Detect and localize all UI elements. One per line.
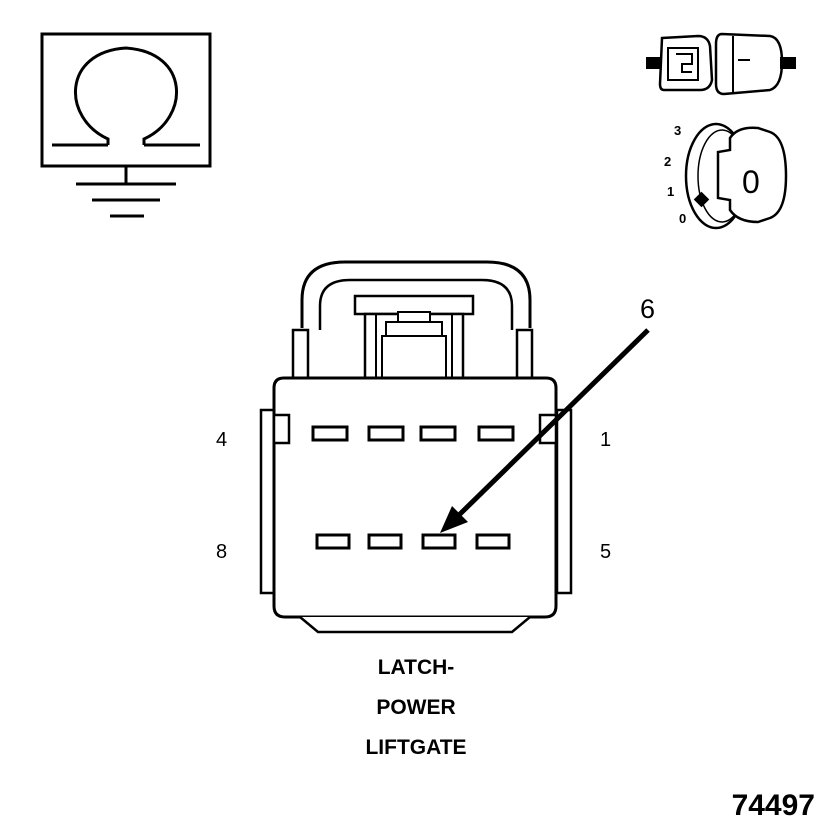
caption-line-2: POWER xyxy=(376,696,455,719)
pin-cavity-1 xyxy=(477,425,515,442)
caption-line-3: LIFTGATE xyxy=(365,736,466,759)
ignition-position-3: 3 xyxy=(674,123,681,138)
pin-cavity-3 xyxy=(367,425,405,442)
pin-cavities xyxy=(311,425,515,550)
pin-label-top-left: 4 xyxy=(216,429,227,451)
pin-cavity-2 xyxy=(419,425,457,442)
ohm-ground-icon xyxy=(40,32,212,218)
callout-number: 6 xyxy=(640,294,655,324)
pin-cavity-8 xyxy=(315,533,351,550)
ignition-position-1: 1 xyxy=(667,184,674,199)
pin-cavity-7 xyxy=(367,533,403,550)
ignition-key-icon: 3 2 1 0 0 xyxy=(664,122,788,230)
connector-face xyxy=(259,260,573,634)
pin-label-bottom-left: 8 xyxy=(216,541,227,563)
pin-cavity-5 xyxy=(475,533,511,550)
ignition-position-0: 0 xyxy=(679,211,686,226)
pin-label-top-right: 1 xyxy=(600,429,611,451)
connector-disconnect-icon xyxy=(646,32,796,96)
callout-arrow xyxy=(440,328,650,533)
caption-line-1: LATCH- xyxy=(378,656,455,679)
ignition-position-2: 2 xyxy=(664,154,671,169)
pin-cavity-4 xyxy=(311,425,349,442)
pin-label-bottom-right: 5 xyxy=(600,541,611,563)
ignition-key-label: 0 xyxy=(742,164,760,200)
figure-number: 74497 xyxy=(732,789,815,822)
pin-cavity-6 xyxy=(421,533,457,550)
